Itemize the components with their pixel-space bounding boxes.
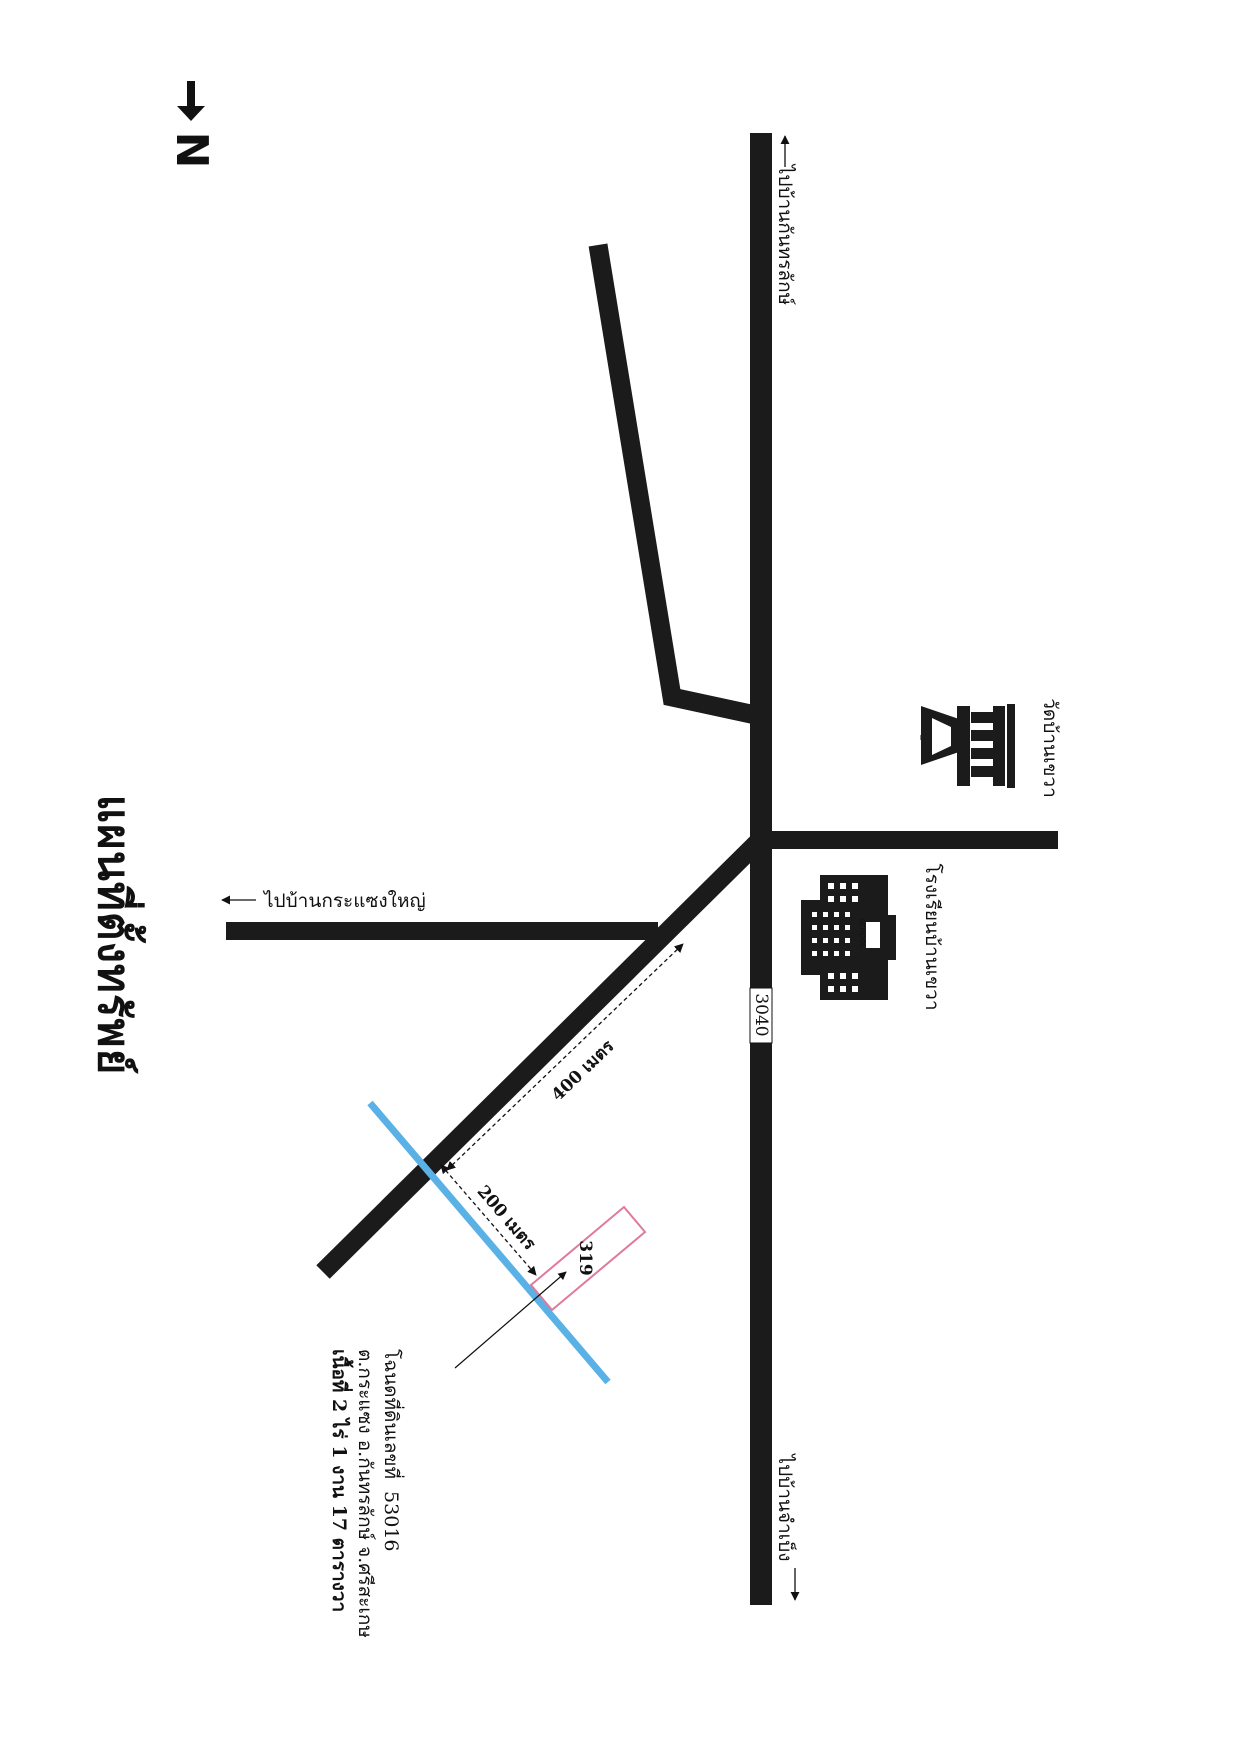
canal (367, 1100, 611, 1385)
parcel-number-label: 319 (575, 1240, 595, 1276)
distance-400-arrow (446, 943, 684, 1171)
school-label: โรงเรียนบ้านเขวา (921, 863, 943, 1011)
road-to-temple (755, 831, 1058, 849)
school-icon (801, 875, 896, 1000)
road-3040 (750, 133, 772, 1605)
road-number-box (749, 987, 773, 1044)
deed-area: เนื้อที่ 2 ไร่ 1 งาน 17 ตารางวา (328, 1349, 350, 1613)
deed-location: ต.กระแซง อ.กันทรลักษ์ จ.ศรีสะเกษ (354, 1349, 376, 1638)
destination-chambueng: ไปบ้านจำเบ็ง (774, 1454, 796, 1562)
school-sign-label: SCHOOL (858, 918, 866, 948)
road-number-label: 3040 (751, 993, 771, 1037)
destination-kanthararak: ไปบ้านกันทรลักษ์ (774, 164, 796, 306)
temple-label: วัดบ้านเขวา (1039, 698, 1061, 798)
map-title: แผนที่ตั้งทรัพย์ (88, 794, 139, 1076)
north-arrow-icon (177, 81, 205, 121)
parcel-319 (529, 1205, 647, 1312)
destination-krasaengyai: ไปบ้านกระแซงใหญ่ (264, 890, 426, 912)
road-north-branch (588, 243, 763, 726)
distance-200-arrow (440, 1164, 537, 1276)
road-to-krasaengyai (226, 922, 658, 940)
deed-number: โฉนดที่ดินเลขที่ 53016 (380, 1349, 402, 1552)
north-label: N (166, 131, 217, 169)
deed-info: โฉนดที่ดินเลขที่ 53016 ต.กระแซง อ.กันทรล… (320, 1349, 404, 1638)
temple-icon (920, 704, 1015, 788)
leader-line (454, 1271, 567, 1369)
